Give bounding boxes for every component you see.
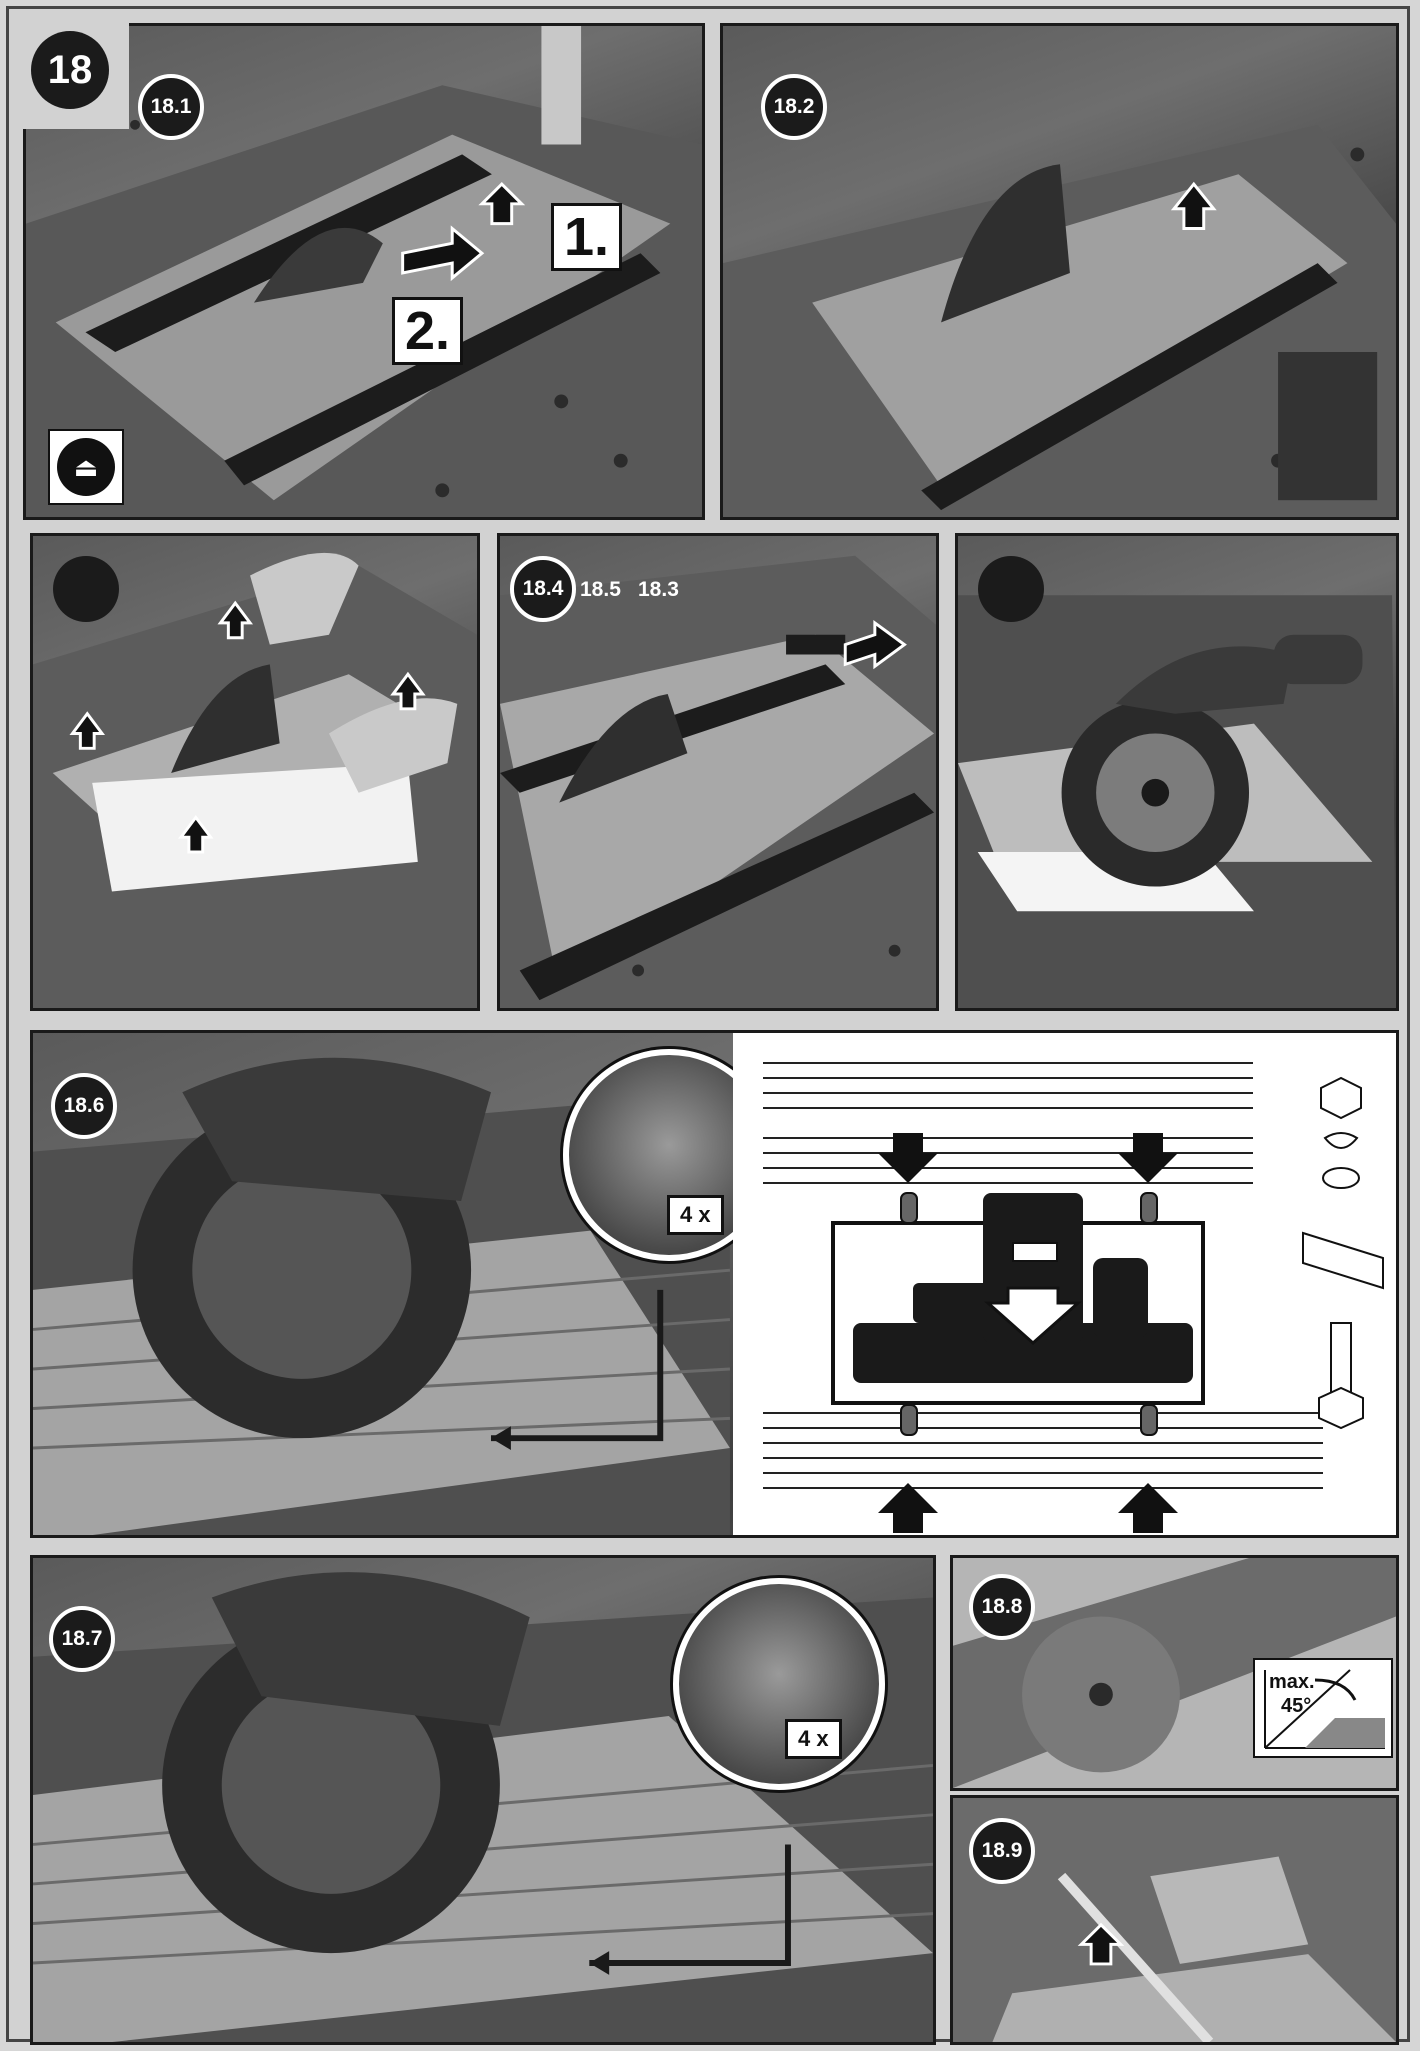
insert-slide-photo (500, 555, 936, 1008)
blade-guard-photo (953, 1798, 1396, 2042)
step-label-18-5: 18.5 (580, 578, 621, 601)
table-saw-lift-photo (723, 89, 1396, 517)
step-badge-18-7: 18.7 (49, 1606, 115, 1672)
step-badge-18-9: 18.9 (969, 1818, 1035, 1884)
panel-18-7: 4 x 18.7 (30, 1555, 936, 2045)
mounting-diagram-drawing (763, 1062, 1384, 1533)
step-badge-18-1: 18.1 (138, 74, 204, 140)
step-badge-18-3-placeholder (53, 556, 119, 622)
angle-max-label: max. (1269, 1671, 1315, 1693)
sequence-label-second: 2. (392, 297, 464, 365)
panel-18-8: max. 45° 18.8 (950, 1555, 1399, 1791)
max-angle-indicator: max. 45° (1253, 1658, 1393, 1758)
fastener-count-18-6: 4 x (667, 1195, 724, 1235)
fastener-count-18-7: 4 x (785, 1719, 842, 1759)
section-number: 18 (31, 31, 109, 109)
step-badge-18-8: 18.8 (969, 1574, 1035, 1640)
saw-clamped-photo (33, 1572, 933, 2042)
step-badge-18-4: 18.4 (510, 556, 576, 622)
mounting-diagram (733, 1033, 1396, 1535)
panel-circular-saw-mount (955, 533, 1399, 1011)
unplug-notice: ⏏ (48, 429, 124, 505)
panel-18-4-18-5: 18.4 18.5 18.3 (497, 533, 939, 1011)
step-badge-18-6: 18.6 (51, 1073, 117, 1139)
table-saw-insert-photo (26, 26, 702, 517)
circular-saw-on-rails-photo (958, 595, 1396, 1008)
step-badge-18-2: 18.2 (761, 74, 827, 140)
panel-18-1: 18.1 1. 2. ⏏ (23, 23, 705, 520)
step-label-18-3: 18.3 (638, 578, 679, 601)
unplug-mains-icon: ⏏ (57, 438, 115, 496)
section-badge: 18 (9, 9, 129, 129)
sequence-label-first: 1. (551, 203, 623, 271)
angle-value-label: 45° (1281, 1695, 1312, 1717)
instruction-page: 18 18.1 1. 2. ⏏ (6, 6, 1410, 2045)
panel-18-9: 18.9 (950, 1795, 1399, 2045)
saw-clamp-photo (33, 1057, 731, 1535)
clamp-detail-zoom-18-7 (673, 1578, 885, 1790)
panel-18-2: 18.2 (720, 23, 1399, 520)
panel-18-3 (30, 533, 480, 1011)
panel-18-6: 4 x (30, 1030, 1399, 1538)
insert-removal-photo (33, 552, 477, 1008)
step-badge-unlabeled (978, 556, 1044, 622)
